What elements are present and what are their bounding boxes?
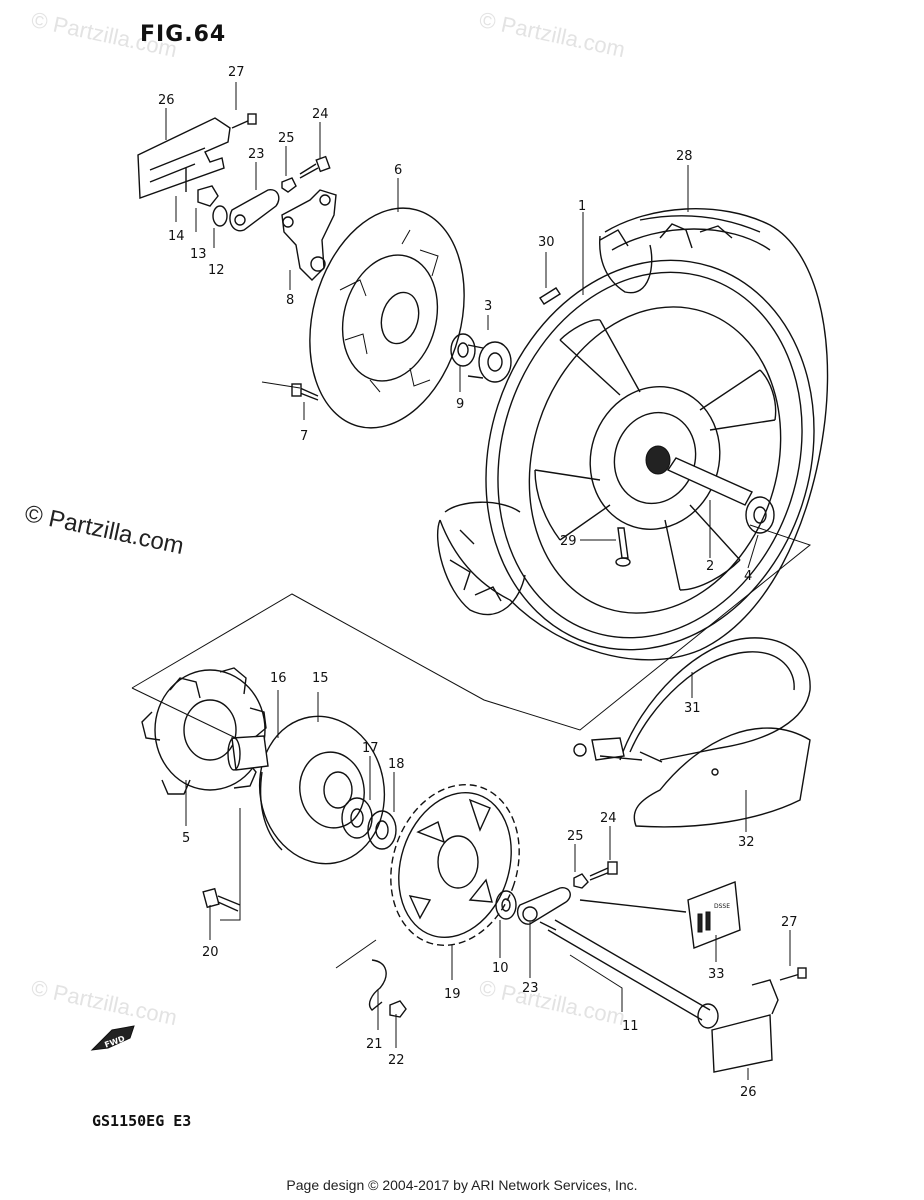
label-part-29: 29 [560, 534, 577, 549]
label-part-7: 7 [300, 429, 308, 444]
part-number-labels: 1 2 3 4 5 6 7 8 9 10 11 12 13 14 15 16 1… [158, 65, 798, 1100]
fasteners-top [185, 113, 331, 401]
label-part-31: 31 [684, 701, 701, 716]
bearing-3 [467, 341, 512, 383]
oil-seal-18 [367, 810, 397, 850]
fwd-arrow-icon: FWD [90, 1025, 135, 1051]
bearing-4 [745, 496, 775, 534]
label-part-17: 17 [362, 741, 379, 756]
label-part-5: 5 [182, 831, 190, 846]
label-part-16: 16 [270, 671, 287, 686]
label-part-27-top: 27 [228, 65, 245, 80]
label-part-26-bottom: 26 [740, 1085, 757, 1100]
label-part-13: 13 [190, 247, 207, 262]
torque-link-23-top [229, 189, 280, 232]
label-part-30: 30 [538, 235, 555, 250]
label-33-text: DSSE [714, 903, 730, 910]
label-part-6: 6 [394, 163, 402, 178]
label-part-22: 22 [388, 1053, 405, 1068]
label-part-24-top: 24 [312, 107, 329, 122]
label-part-9: 9 [456, 397, 464, 412]
label-part-32: 32 [738, 835, 755, 850]
model-code: GS1150EG E3 [92, 1112, 192, 1130]
rear-wheel-rim [485, 259, 815, 651]
nut-22 [389, 1000, 407, 1018]
label-part-20: 20 [202, 945, 219, 960]
label-part-25-bottom: 25 [567, 829, 584, 844]
leader-lines [165, 82, 791, 1080]
label-part-15: 15 [312, 671, 329, 686]
label-part-11: 11 [622, 1019, 639, 1034]
bolt-20 [202, 887, 241, 912]
valve-29 [615, 527, 631, 567]
chain-cover-32 [633, 727, 811, 828]
spacer-9 [450, 333, 476, 367]
spacer-10 [495, 890, 517, 920]
brake-disc [309, 207, 465, 429]
label-part-26-top: 26 [158, 93, 175, 108]
label-part-1: 1 [578, 199, 586, 214]
label-part-4: 4 [744, 569, 752, 584]
sprocket-carrier-15 [258, 715, 386, 865]
assembly-outline-upper [131, 524, 812, 731]
spacer-16 [227, 735, 269, 771]
label-part-3: 3 [484, 299, 492, 314]
label-part-12: 12 [208, 263, 225, 278]
footer-copyright: Page design © 2004-2017 by ARI Network S… [286, 1177, 638, 1193]
caliper-bracket-8 [281, 189, 337, 281]
plate-26-top [137, 117, 231, 199]
rear-tire [436, 208, 829, 661]
torque-link-23-bottom [516, 861, 618, 925]
label-part-8: 8 [286, 293, 294, 308]
label-part-24-bottom: 24 [600, 811, 617, 826]
damper-5 [141, 667, 267, 795]
label-part-23-top: 23 [248, 147, 265, 162]
clip-30 [539, 287, 561, 305]
label-part-19: 19 [444, 987, 461, 1002]
lock-washer-21 [368, 959, 387, 1011]
label-part-27-bottom: 27 [781, 915, 798, 930]
label-part-2: 2 [706, 559, 714, 574]
warning-label-33: DSSE [579, 881, 741, 949]
label-part-25-top: 25 [278, 131, 295, 146]
label-part-23-bottom: 23 [522, 981, 539, 996]
label-part-28: 28 [676, 149, 693, 164]
figure-title: FIG.64 [140, 22, 227, 47]
sprocket-19 [390, 783, 520, 947]
label-part-18: 18 [388, 757, 405, 772]
bearing-17 [341, 797, 373, 839]
plate-26-bottom [711, 967, 807, 1073]
label-part-14: 14 [168, 229, 185, 244]
label-part-10: 10 [492, 961, 509, 976]
assembly-outline-left [131, 687, 241, 741]
label-part-21: 21 [366, 1037, 383, 1052]
rear-axle-11 [539, 919, 719, 1029]
label-part-33: 33 [708, 967, 725, 982]
chain-guard-31 [573, 637, 811, 763]
